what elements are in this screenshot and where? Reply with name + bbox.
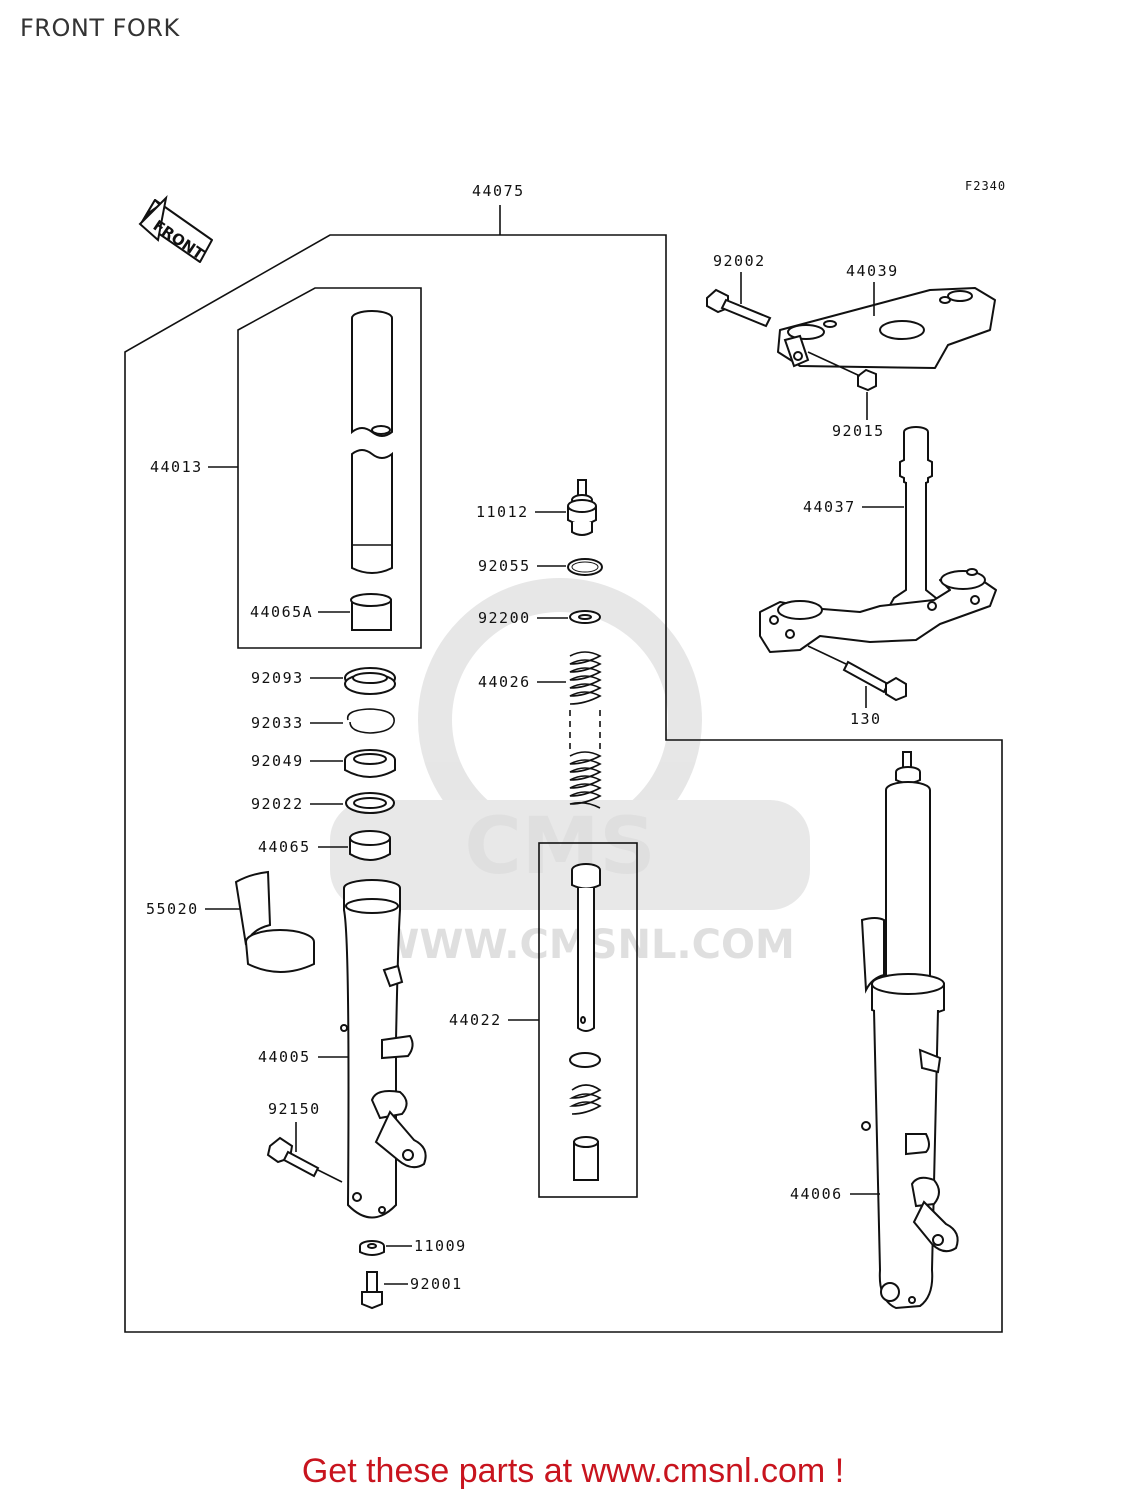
part-92015	[857, 368, 877, 392]
part-label-92049[interactable]: 92049	[251, 752, 304, 770]
part-label-92150[interactable]: 92150	[268, 1100, 321, 1118]
part-label-92055[interactable]: 92055	[478, 557, 531, 575]
part-label-44013[interactable]: 44013	[150, 458, 203, 476]
part-label-44006[interactable]: 44006	[790, 1185, 843, 1203]
part-label-92002[interactable]: 92002	[713, 252, 766, 270]
part-11009	[359, 1240, 385, 1256]
figure-code: F2340	[965, 179, 1006, 193]
part-label-92001[interactable]: 92001	[410, 1275, 463, 1293]
part-label-92022[interactable]: 92022	[251, 795, 304, 813]
part-label-44039[interactable]: 44039	[846, 262, 899, 280]
fork-assembly-outline	[124, 234, 1003, 1333]
part-92150	[266, 1136, 320, 1178]
part-44065	[349, 830, 391, 861]
leader-130-a	[807, 645, 847, 665]
part-label-44022[interactable]: 44022	[449, 1011, 502, 1029]
inner-tube-box	[237, 287, 422, 649]
part-44022	[568, 863, 602, 1181]
part-44037	[759, 426, 997, 653]
part-130	[842, 660, 907, 702]
watermark-band	[330, 800, 810, 910]
part-label-44075[interactable]: 44075	[472, 182, 525, 200]
footer-promo-link[interactable]: Get these parts at www.cmsnl.com !	[301, 1452, 845, 1490]
part-label-44065[interactable]: 44065	[258, 838, 311, 856]
part-label-92200[interactable]: 92200	[478, 609, 531, 627]
part-92200	[569, 610, 601, 624]
part-label-92015[interactable]: 92015	[832, 422, 885, 440]
part-label-55020[interactable]: 55020	[146, 900, 199, 918]
part-label-44026[interactable]: 44026	[478, 673, 531, 691]
front-direction-arrow: FRONT	[138, 194, 213, 264]
part-label-44037[interactable]: 44037	[803, 498, 856, 516]
part-44005	[340, 879, 427, 1219]
inner-tube-part	[351, 310, 393, 574]
part-label-11012[interactable]: 11012	[476, 503, 529, 521]
part-92002	[706, 288, 772, 328]
watermark-logo: CMS	[464, 802, 655, 892]
part-92055	[567, 558, 603, 576]
part-92033	[346, 708, 395, 734]
part-44065A	[350, 593, 392, 631]
part-label-44065A[interactable]: 44065A	[250, 603, 313, 621]
part-92001	[361, 1271, 383, 1310]
part-92093	[344, 667, 396, 695]
part-44039	[777, 287, 996, 369]
part-label-92033[interactable]: 92033	[251, 714, 304, 732]
page-title: FRONT FORK	[20, 14, 180, 42]
part-label-44005[interactable]: 44005	[258, 1048, 311, 1066]
part-11012	[567, 479, 597, 536]
part-55020	[234, 870, 315, 973]
part-label-11009[interactable]: 11009	[414, 1237, 467, 1255]
part-44006	[860, 751, 959, 1310]
watermark: CMS WWW.CMSNL.COM	[330, 578, 810, 968]
part-label-92093[interactable]: 92093	[251, 669, 304, 687]
leader-92015-a	[807, 351, 861, 377]
part-92049	[344, 749, 396, 778]
part-label-130[interactable]: 130	[850, 710, 882, 728]
leader-92150-b	[317, 1169, 343, 1183]
part-44026	[569, 651, 602, 809]
part-92022	[345, 792, 395, 814]
